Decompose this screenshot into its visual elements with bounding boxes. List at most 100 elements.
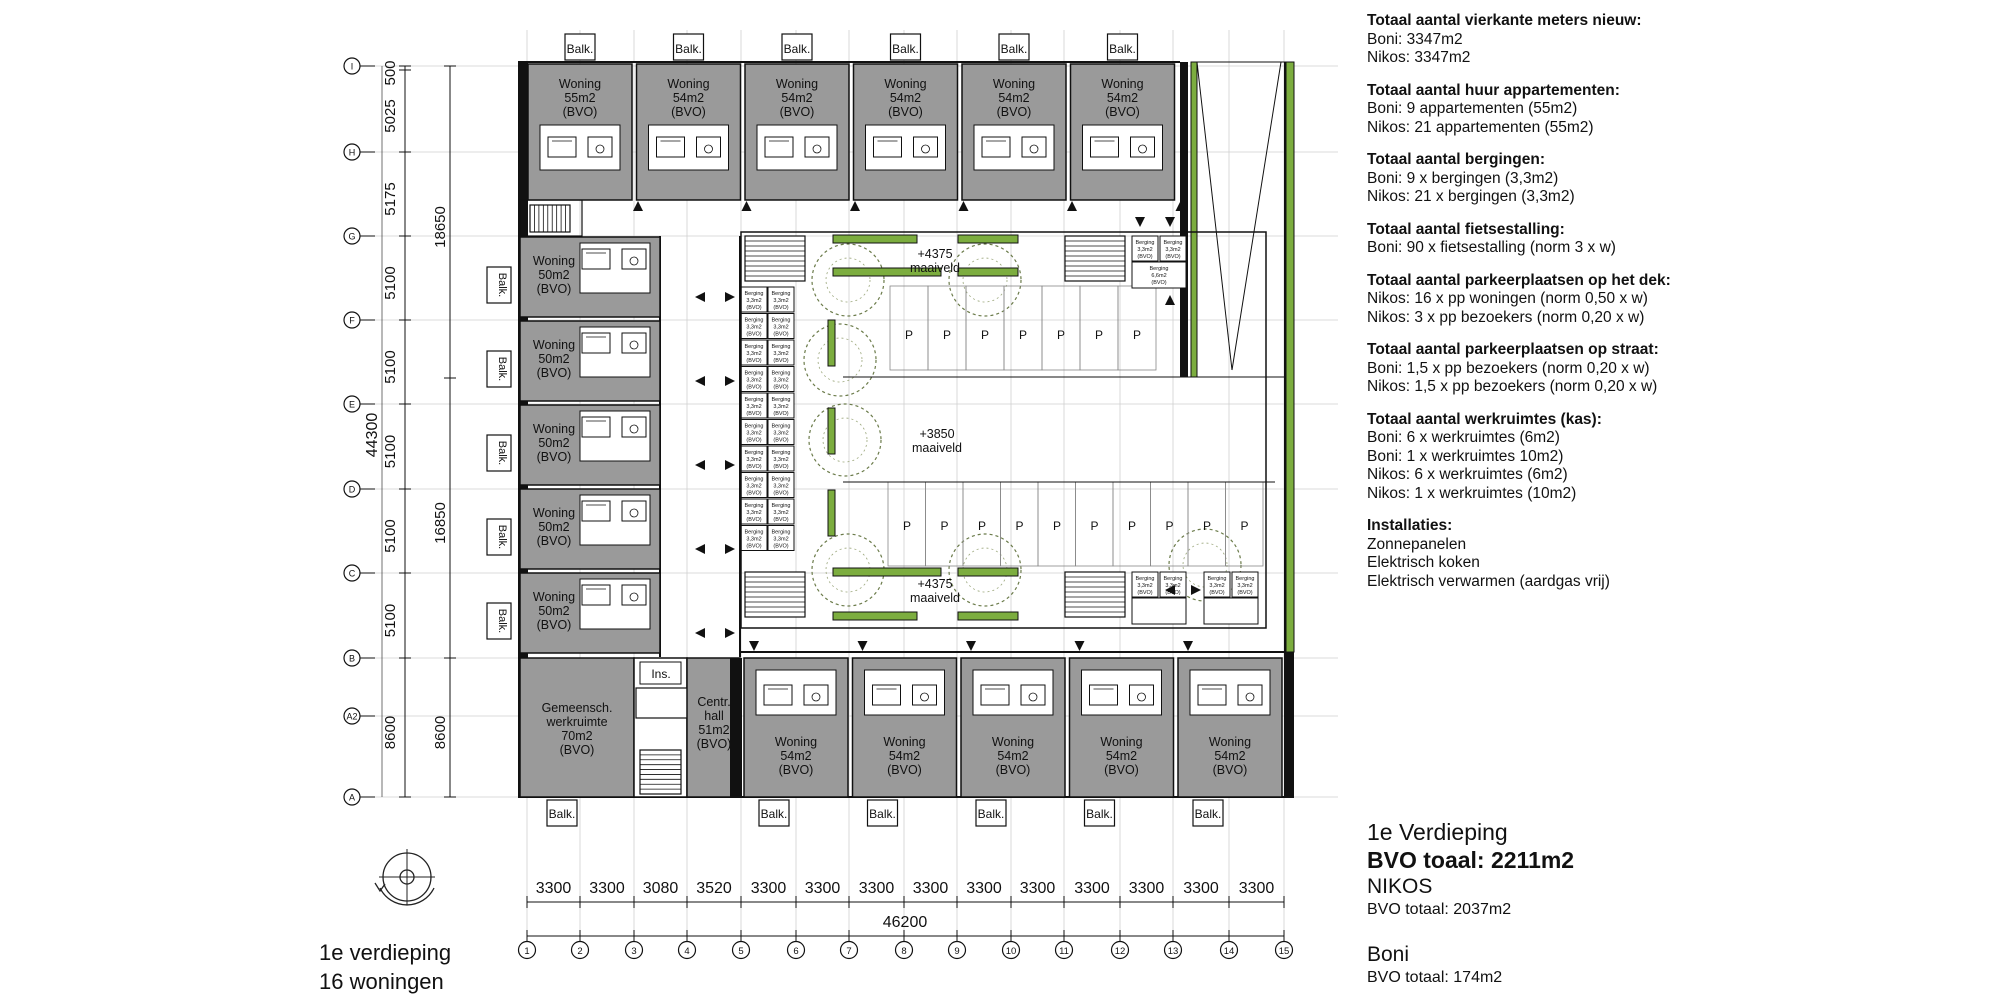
door-marker <box>850 201 860 211</box>
storage-box <box>767 525 795 551</box>
green-bed <box>957 234 1019 244</box>
note-line: Nikos: 6 x werkruimtes (6m2) <box>1367 466 1568 483</box>
storage-label: Berging <box>772 371 791 377</box>
note-block: Totaal aantal parkeerplaatsen op het dek… <box>1367 272 1967 328</box>
storage-box <box>767 366 795 392</box>
nikos-bvo: BVO totaal: 2037m2 <box>1367 901 1512 918</box>
level-label: +4375 <box>917 577 952 591</box>
toilet-icon <box>920 692 929 702</box>
door-marker <box>695 376 705 386</box>
tree-canopy <box>962 257 1008 303</box>
note-line: Boni: 1,5 x pp bezoekers (norm 0,20 x w) <box>1367 359 1650 377</box>
grid-label-col: 7 <box>846 946 851 957</box>
trees <box>803 243 1242 607</box>
installation-label: Ins. <box>651 667 670 681</box>
core-wall <box>1180 62 1188 377</box>
unit-label: 54m2 <box>1107 91 1138 105</box>
door-marker <box>725 460 735 470</box>
unit-furniture <box>764 136 830 158</box>
unit-label: Woning <box>559 77 601 91</box>
parking-label: P <box>1095 328 1103 342</box>
row-group-dimension: 16850 <box>432 502 449 544</box>
toilet-icon <box>1029 144 1039 154</box>
column-dimension: 3300 <box>805 880 841 897</box>
storage-label: (BVO) <box>1137 590 1152 596</box>
column-dimension: 3300 <box>1020 880 1056 897</box>
tree-icon <box>948 533 1022 607</box>
void-line <box>1231 61 1282 371</box>
unit-furniture <box>581 332 647 354</box>
grid-label-row: I <box>351 62 354 72</box>
grid-label-col: 1 <box>524 946 529 957</box>
unit-furniture <box>763 684 829 706</box>
unit-label: 50m2 <box>538 520 569 534</box>
unit-label: (BVO) <box>1213 763 1248 777</box>
unit-label: 50m2 <box>538 352 569 366</box>
grid-label-row: A2 <box>346 712 357 722</box>
green-bed <box>827 407 836 455</box>
door-marker <box>741 201 752 211</box>
green-bed <box>957 267 1019 277</box>
unit-furniture <box>1089 684 1154 706</box>
project-notes: Totaal aantal vierkante meters nieuw: Bo… <box>1367 12 1967 605</box>
note-block: Totaal aantal vierkante meters nieuw: Bo… <box>1367 12 1967 68</box>
balcony-box <box>998 33 1030 61</box>
row-total: 44300 <box>364 413 381 458</box>
storage-box <box>1131 597 1187 625</box>
balcony-box <box>546 799 578 827</box>
door-marker <box>1165 295 1175 305</box>
grid-label-col: 11 <box>1059 946 1069 957</box>
bed-icon <box>547 136 577 158</box>
unit-label: (BVO) <box>537 534 572 548</box>
floor-title: 1e Verdieping <box>1367 819 1508 845</box>
balcony-box <box>866 799 899 827</box>
storage-label: Berging <box>1136 240 1155 246</box>
storage-label: (BVO) <box>773 385 788 391</box>
bathroom-icon <box>1237 684 1263 706</box>
unit-label: Woning <box>1209 735 1251 749</box>
balcony-box <box>781 33 813 61</box>
storage-label: 3,3m2 <box>1137 583 1152 589</box>
storage-label: Berging <box>745 503 764 509</box>
storage-label: 6,6m2 <box>1151 273 1166 279</box>
unit-label: 54m2 <box>781 91 812 105</box>
note-line: Nikos: 1 x werkruimtes (10m2) <box>1367 484 1577 502</box>
column-dimension: 3080 <box>643 880 679 897</box>
unit-label: Woning <box>993 77 1035 91</box>
storage-box <box>1203 597 1259 625</box>
door-marker <box>1165 585 1175 595</box>
balcony-box <box>975 799 1007 827</box>
toilet-icon <box>1028 692 1038 702</box>
storage-label: 3,3m2 <box>773 537 788 543</box>
unit-label: (BVO) <box>779 763 814 777</box>
stairs <box>529 204 571 233</box>
toilet-icon <box>595 144 605 154</box>
bed-icon <box>581 248 611 270</box>
parking-label: P <box>1053 519 1061 533</box>
balcony-label: Balk. <box>1195 807 1222 821</box>
parking-label: P <box>1165 519 1173 533</box>
storage-label: (BVO) <box>746 438 761 444</box>
storage-label: (BVO) <box>773 411 788 417</box>
toilet-icon <box>812 144 822 154</box>
column-dimension: 3300 <box>1074 880 1110 897</box>
bathroom-icon <box>621 500 647 522</box>
storage-label: Berging <box>1136 576 1155 582</box>
tree-icon <box>808 403 882 477</box>
parking-label: P <box>1057 328 1065 342</box>
unit-label: Woning <box>533 590 575 604</box>
storage-label: Berging <box>745 424 764 430</box>
storage-label: 3,3m2 <box>746 404 761 410</box>
storage-label: (BVO) <box>746 544 761 550</box>
storage-label: Berging <box>1208 576 1227 582</box>
storage-box <box>767 472 795 498</box>
balcony-label: Balk. <box>496 357 508 381</box>
bed-icon <box>764 136 794 158</box>
werkruimte-label: Gemeensch. <box>542 701 613 715</box>
note-title: Totaal aantal parkeerplaatsen op straat: <box>1367 341 1659 358</box>
storage-label: (BVO) <box>746 305 761 311</box>
north-arrow-icon <box>374 849 435 906</box>
unit-label: Woning <box>884 77 926 91</box>
unit-furniture <box>656 136 721 158</box>
note-block: Installaties: Zonnepanelen Elektrisch ko… <box>1367 517 1967 591</box>
